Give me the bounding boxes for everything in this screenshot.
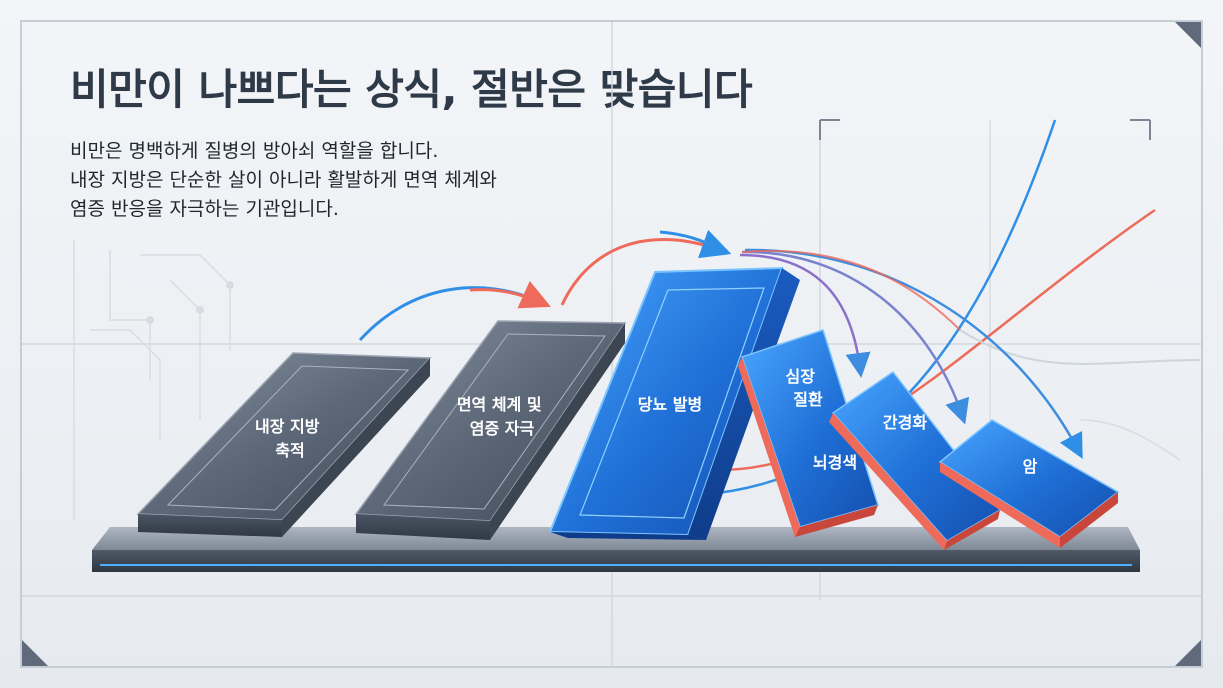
domino-label-5: 뇌경색 (813, 453, 857, 472)
arrow-3-to-cancer (744, 248, 1083, 459)
domino-label-4: 심장 질환 (785, 367, 823, 409)
sweep-curve-gray (959, 329, 1201, 365)
domino-block-3: 당뇨 발병 (548, 266, 800, 540)
domino-block-6: 간경화 (829, 370, 1002, 550)
arrow-2-to-3 (560, 229, 732, 306)
domino-label-2-line-2: 염증 자극 (470, 419, 535, 438)
frame-left-line (20, 20, 22, 668)
arrow-1-to-2-red-tail (469, 288, 541, 304)
corner-triangle-bottom-right (1175, 640, 1201, 666)
domino-label-7: 암 (1023, 457, 1038, 476)
arrow-3-to-liver (741, 250, 970, 425)
frame-right-line (1201, 20, 1203, 668)
domino-label-6: 간경화 (883, 413, 927, 432)
corner-triangle-top-right (1175, 22, 1201, 48)
corner-triangle-bottom-left (22, 640, 48, 666)
arrow-3-to-heart (739, 253, 871, 378)
domino-label-1: 내장 지방 축적 (255, 417, 325, 460)
domino-label-4-line-1: 심장 (785, 367, 815, 386)
body-line-2: 내장 지방은 단순한 살이 아니라 활발하게 면역 체계와 (70, 169, 497, 191)
arrow-2-to-3-blue-tail (659, 230, 721, 252)
domino-block-4: 심장 질환 뇌경색 (738, 329, 879, 537)
slide-title: 비만이 나쁘다는 상식, 절반은 맞습니다 (70, 65, 753, 114)
body-line-1: 비만은 명백하게 질병의 방아쇠 역할을 합니다. (70, 140, 439, 162)
domino-label-3: 당뇨 발병 (638, 395, 702, 414)
domino-label-3-line-1: 당뇨 발병 (638, 395, 702, 414)
domino-label-1-line-2: 축적 (275, 441, 304, 460)
domino-block-1: 내장 지방 축적 (136, 352, 432, 537)
arrow-3-spread-red (741, 249, 961, 331)
domino-label-6-line-1: 간경화 (883, 413, 927, 432)
slide-body: 비만은 명백하게 질병의 방아쇠 역할을 합니다. 내장 지방은 단순한 살이 … (70, 137, 497, 224)
domino-block-7: 암 (938, 419, 1120, 548)
frame-top-line (20, 20, 1203, 22)
body-line-3: 염증 반응을 자극하는 기관입니다. (70, 198, 339, 220)
domino-label-2: 면역 체계 및 염증 자극 (457, 395, 547, 438)
domino-label-7-line-1: 암 (1023, 457, 1038, 476)
domino-block-2: 면역 체계 및 염증 자극 (354, 320, 627, 540)
domino-label-1-line-1: 내장 지방 (255, 417, 320, 436)
domino-label-5-line-1: 뇌경색 (813, 453, 857, 472)
sweep-curve-blue (699, 119, 1057, 497)
domino-label-4-line-2: 질환 (793, 390, 823, 409)
domino-label-2-line-1: 면역 체계 및 (457, 395, 542, 414)
frame-bottom-line (20, 666, 1203, 668)
